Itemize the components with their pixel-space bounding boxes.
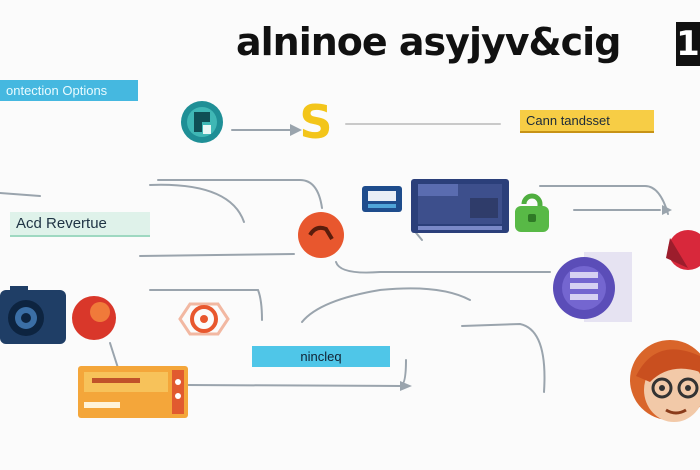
avatar-icon — [626, 326, 700, 430]
target-icon — [176, 294, 232, 344]
camera-icon — [0, 284, 68, 348]
revenue-label: Acd Revertue — [10, 212, 150, 237]
cann-label: Cann tandsset — [520, 110, 654, 133]
connector — [149, 289, 263, 321]
purple-database-icon — [550, 250, 636, 324]
connector — [461, 322, 546, 393]
connector — [0, 192, 41, 197]
connector — [301, 287, 471, 323]
monitor-icon — [410, 178, 510, 234]
orange-panel-icon — [78, 366, 188, 418]
red-bell-icon — [662, 228, 700, 274]
small-device-icon — [360, 182, 404, 216]
green-lock-icon — [512, 188, 552, 234]
connector — [335, 261, 551, 274]
options-label: ontection Options — [0, 80, 138, 101]
arrow-head — [400, 381, 412, 391]
arrow-head — [662, 205, 672, 215]
nincleq-label: nincleq — [252, 346, 390, 367]
orange-circle-icon — [296, 210, 346, 260]
arrow-head — [290, 124, 302, 136]
teal-badge-icon — [176, 98, 228, 146]
title-badge: 1 — [676, 22, 700, 66]
red-ball-icon — [70, 294, 118, 342]
connector — [157, 179, 323, 209]
connector — [139, 253, 295, 257]
connector — [109, 342, 119, 369]
page-title: alninoe asyjyv&cig — [236, 20, 621, 64]
dollar-s-icon: S — [299, 95, 333, 149]
connector — [149, 183, 245, 223]
